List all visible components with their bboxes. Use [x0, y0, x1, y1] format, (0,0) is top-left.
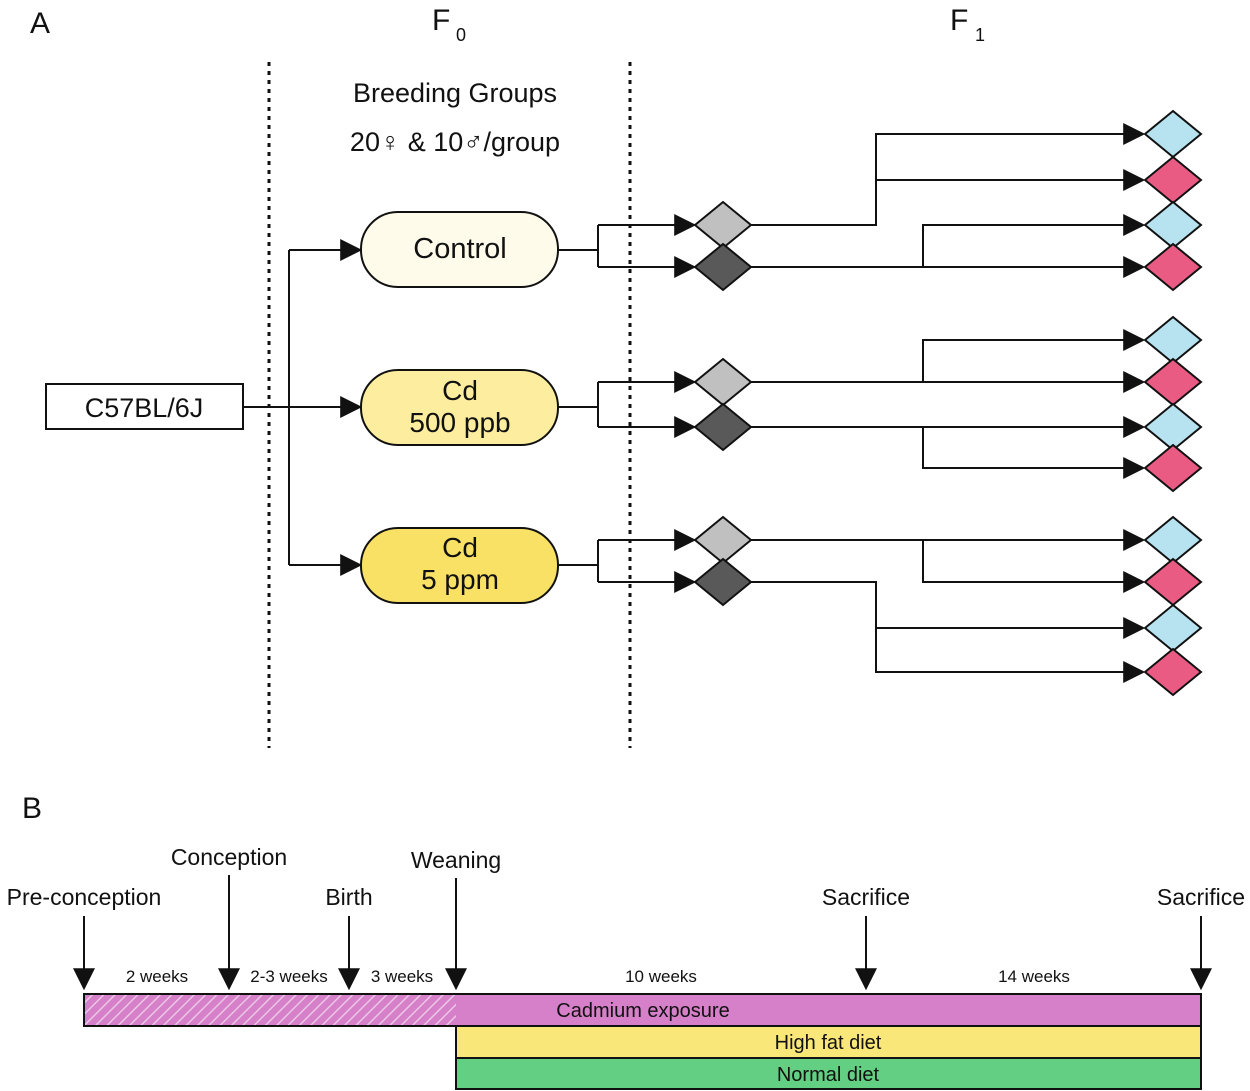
group-control-label: Control — [413, 233, 507, 265]
header-f1: F 1 — [950, 4, 985, 45]
group-cd-5ppm-line1: Cd — [442, 532, 478, 563]
panel-b-label: B — [22, 792, 42, 825]
duration-14-weeks: 14 weeks — [998, 967, 1070, 986]
group-to-f0-connectors — [558, 214, 697, 593]
f0-diamond-5ppm-light — [693, 515, 753, 565]
event-weaning: Weaning — [411, 847, 501, 873]
cadmium-exposure-hatched — [84, 994, 456, 1026]
duration-2-weeks: 2 weeks — [126, 967, 188, 986]
f1-diamond-10-pink — [1143, 557, 1203, 607]
f1-diamond-3-blue — [1143, 200, 1203, 250]
duration-2-3-weeks: 2-3 weeks — [250, 967, 327, 986]
high-fat-diet-label: High fat diet — [775, 1032, 882, 1054]
normal-diet-rect — [455, 1057, 1202, 1090]
group-control: Control — [360, 211, 559, 288]
breeding-groups-title: Breeding Groups — [353, 78, 557, 108]
f1-diamond-11-blue — [1143, 603, 1203, 653]
f1-diamond-8-pink — [1143, 443, 1203, 493]
event-conception: Conception — [171, 844, 287, 870]
f1-diamond-9-blue — [1143, 515, 1203, 565]
duration-3-weeks: 3 weeks — [371, 967, 433, 986]
strain-label: C57BL/6J — [85, 393, 204, 423]
f1-diamond-1-blue — [1143, 109, 1203, 159]
group-cd-5ppm-line2: 5 ppm — [421, 564, 499, 595]
f1-diamond-5-blue — [1143, 315, 1203, 365]
group-cd-5ppm: Cd 5 ppm — [360, 527, 559, 604]
event-preconception: Pre-conception — [7, 884, 162, 910]
normal-diet-label: Normal diet — [777, 1064, 880, 1086]
f0-diamond-500ppb-dark — [693, 402, 753, 452]
cadmium-exposure-bar: Cadmium exposure — [83, 993, 1202, 1027]
f1-diamond-12-pink — [1143, 647, 1203, 697]
panel-a-label: A — [30, 7, 50, 40]
normal-diet-bar: Normal diet — [455, 1057, 1202, 1090]
f1-diamond-2-pink — [1143, 155, 1203, 205]
event-birth: Birth — [325, 884, 372, 910]
header-f1-letter: F — [950, 4, 968, 37]
header-f1-subscript: 1 — [975, 25, 985, 45]
header-f0: F 0 — [432, 4, 466, 45]
event-sacrifice-1: Sacrifice — [822, 884, 910, 910]
strain-box — [45, 383, 244, 430]
f0-diamond-5ppm-dark — [693, 557, 753, 607]
f1-diamond-4-pink — [1143, 242, 1203, 292]
f1-diamond-7-blue — [1143, 402, 1203, 452]
group-cd-500ppb-line1: Cd — [442, 375, 478, 406]
header-f0-subscript: 0 — [456, 25, 466, 45]
f0-to-f1-connectors — [751, 123, 1146, 683]
f0-diamonds — [693, 200, 753, 607]
event-sacrifice-2: Sacrifice — [1157, 884, 1245, 910]
header-f0-letter: F — [432, 4, 450, 37]
duration-10-weeks: 10 weeks — [625, 967, 697, 986]
cadmium-exposure-solid — [456, 994, 1201, 1026]
f0-diamond-control-light — [693, 200, 753, 250]
f1-diamond-6-pink — [1143, 357, 1203, 407]
strain-connectors — [243, 239, 363, 576]
group-cd-500ppb-line2: 500 ppb — [409, 407, 510, 438]
f0-diamond-500ppb-light — [693, 357, 753, 407]
timeline-arrows — [73, 875, 1212, 991]
cadmium-exposure-label: Cadmium exposure — [556, 1000, 729, 1022]
breeding-groups-subtitle: 20♀ & 10♂/group — [350, 127, 560, 157]
high-fat-diet-bar: High fat diet — [455, 1025, 1202, 1059]
group-cd-500ppb: Cd 500 ppb — [360, 369, 559, 446]
f0-diamond-control-dark — [693, 242, 753, 292]
f1-diamonds — [1143, 109, 1203, 697]
